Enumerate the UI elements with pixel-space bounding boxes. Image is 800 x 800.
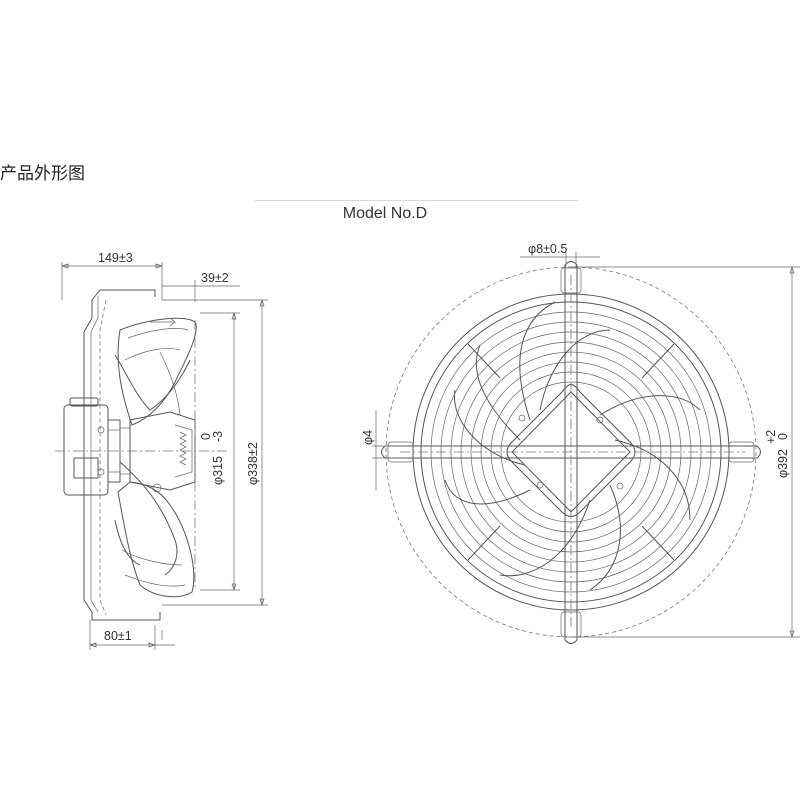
fan-dia-tol-lower: -3 [211,431,225,442]
page-heading: 产品外形图 [0,164,85,184]
impeller-blades [444,301,701,591]
width-dim-label: 149±3 [98,251,133,265]
guard-dim-label: 39±2 [201,271,229,285]
hole-dim-label: φ8±0.5 [528,242,567,256]
model-title: Model No.D [342,205,428,222]
base-dim-label: 80±1 [104,629,132,643]
front-view: φ8±0.5 φ4 φ392 +2 0 [361,242,800,644]
fan-dia-label: φ315 [211,456,225,485]
guard-dia-label: φ338±2 [246,442,260,485]
outer-tol-upper: +2 [764,430,778,444]
fan-dia-tol-upper: 0 [199,433,213,440]
small-dim-label: φ4 [361,430,375,445]
title-rule [255,200,578,201]
outer-tol-lower: 0 [776,433,790,440]
side-view: 149±3 39±2 [55,251,268,650]
outer-dia-label: φ392 [776,449,790,478]
